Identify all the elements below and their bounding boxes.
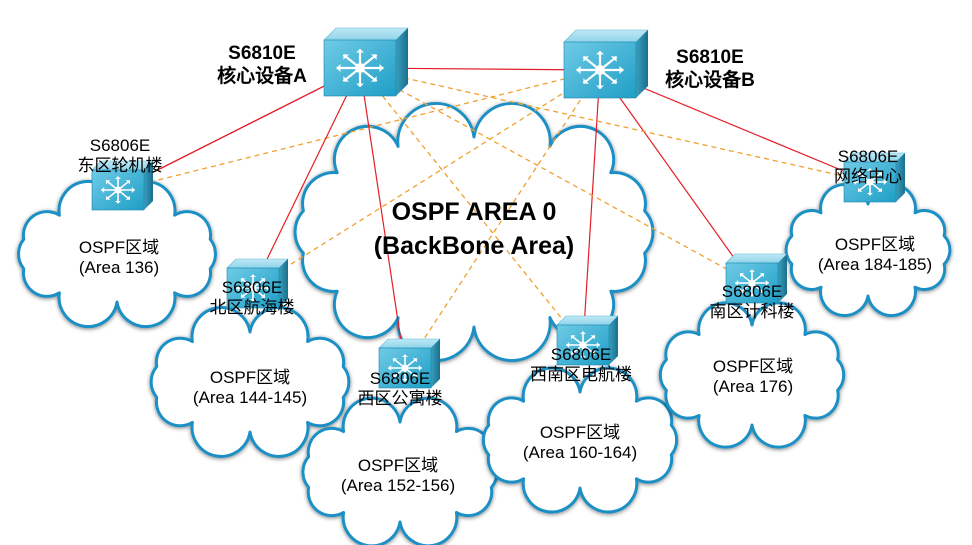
south-name: 南区计科楼 bbox=[709, 302, 795, 322]
west-model: S6806E bbox=[369, 369, 431, 388]
west-area-range: (Area 152-156) bbox=[340, 476, 456, 496]
west-area-cloud bbox=[301, 396, 499, 545]
core-b-switch-icon bbox=[563, 29, 649, 99]
netcenter-area-cloud bbox=[784, 183, 952, 317]
link-primary-north bbox=[252, 67, 361, 289]
north-area-cloud bbox=[149, 306, 351, 458]
east-area-cloud bbox=[17, 179, 217, 329]
south-model: S6806E bbox=[721, 282, 783, 301]
north-area-range: (Area 144-145) bbox=[192, 388, 308, 408]
core-b-model: S6810E bbox=[676, 47, 744, 68]
south-area-title: OSPF区域 bbox=[712, 357, 794, 376]
netcenter-switch-label: S6806E 网络中心 bbox=[834, 147, 902, 188]
southwest-switch-label: S6806E 西南区电航楼 bbox=[530, 345, 632, 386]
southwest-switch-icon bbox=[556, 315, 619, 366]
south-area-cloud bbox=[658, 301, 846, 449]
east-area-title: OSPF区域 bbox=[78, 238, 160, 257]
link-primary-sw bbox=[582, 69, 601, 346]
east-area-label: OSPF区域 (Area 136) bbox=[79, 238, 159, 279]
netcenter-area-label: OSPF区域 (Area 184-185) bbox=[818, 235, 932, 276]
east-switch-label: S6806E 东区轮机楼 bbox=[78, 136, 163, 177]
southwest-area-range: (Area 160-164) bbox=[522, 443, 638, 463]
west-area-title: OSPF区域 bbox=[357, 456, 439, 475]
east-name: 东区轮机楼 bbox=[77, 156, 163, 176]
west-switch-icon bbox=[378, 338, 441, 389]
southwest-area-title: OSPF区域 bbox=[539, 423, 621, 442]
north-area-title: OSPF区域 bbox=[209, 368, 291, 387]
west-switch-label: S6806E 西区公寓楼 bbox=[358, 369, 443, 410]
link-core-a-east-2 bbox=[117, 67, 361, 191]
netcenter-area-range: (Area 184-185) bbox=[817, 255, 933, 275]
backbone-title: OSPF AREA 0 bbox=[391, 198, 557, 226]
southwest-model: S6806E bbox=[550, 345, 612, 364]
link-primary-south bbox=[599, 69, 753, 284]
south-switch-label: S6806E 南区计科楼 bbox=[710, 282, 795, 323]
south-area-range: (Area 176) bbox=[712, 377, 794, 397]
netcenter-switch-icon bbox=[843, 152, 906, 203]
east-model: S6806E bbox=[89, 136, 151, 155]
east-area-range: (Area 136) bbox=[78, 258, 160, 278]
west-name: 西区公寓楼 bbox=[357, 389, 443, 409]
north-area-label: OSPF区域 (Area 144-145) bbox=[193, 368, 307, 409]
netcenter-name: 网络中心 bbox=[834, 167, 902, 187]
core-b-label: S6810E 核心设备B bbox=[665, 47, 755, 93]
southwest-area-cloud bbox=[481, 366, 679, 514]
netcenter-model: S6806E bbox=[837, 147, 899, 166]
southwest-name: 西南区电航楼 bbox=[530, 365, 632, 385]
core-a-switch-icon bbox=[323, 27, 409, 97]
link-layer bbox=[117, 67, 871, 369]
backbone-subtitle: (BackBone Area) bbox=[373, 231, 575, 260]
cloud-layer bbox=[17, 101, 952, 545]
core-a-model: S6810E bbox=[228, 43, 296, 64]
backbone-label: OSPF AREA 0 (BackBone Area) bbox=[374, 196, 575, 264]
east-switch-icon bbox=[91, 160, 154, 211]
north-name: 北区航海楼 bbox=[209, 298, 295, 318]
southwest-area-label: OSPF区域 (Area 160-164) bbox=[523, 423, 637, 464]
link-primary-west bbox=[359, 67, 406, 369]
south-area-label: OSPF区域 (Area 176) bbox=[713, 357, 793, 398]
south-switch-icon bbox=[725, 253, 788, 304]
core-a-label: S6810E 核心设备A bbox=[217, 43, 307, 89]
north-model: S6806E bbox=[221, 278, 283, 297]
netcenter-area-title: OSPF区域 bbox=[834, 235, 916, 254]
north-switch-label: S6806E 北区航海楼 bbox=[210, 278, 295, 319]
link-backup-netc bbox=[359, 67, 871, 183]
core-a-name: 核心设备A bbox=[217, 65, 307, 87]
link-backup-east bbox=[117, 69, 601, 191]
link-backup-south bbox=[359, 67, 753, 284]
west-area-label: OSPF区域 (Area 152-156) bbox=[341, 456, 455, 497]
core-b-name: 核心设备B bbox=[665, 69, 755, 91]
switch-layer bbox=[91, 27, 906, 389]
backbone-cloud bbox=[293, 101, 655, 363]
north-switch-icon bbox=[226, 258, 289, 309]
